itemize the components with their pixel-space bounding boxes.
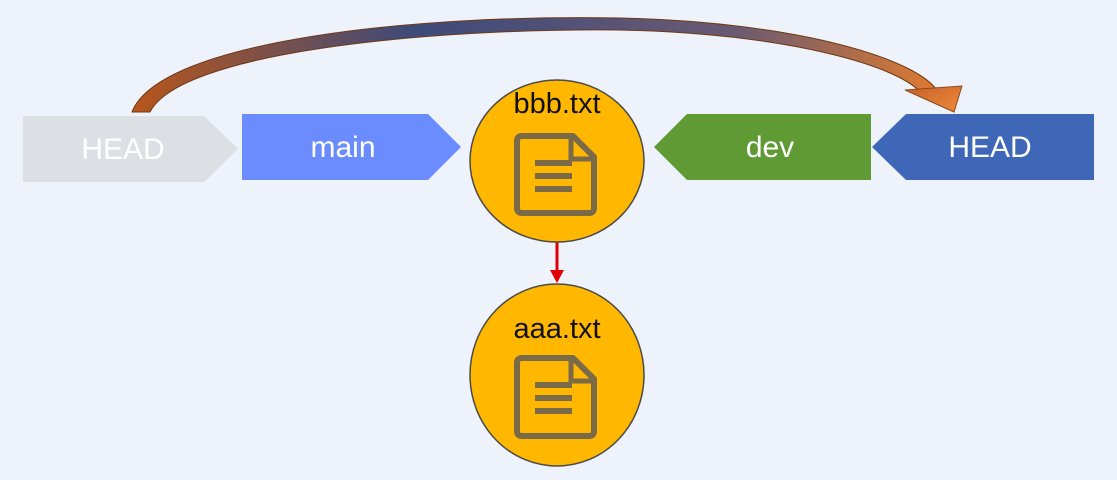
commit-node-bbb-label: bbb.txt [513, 88, 600, 120]
commit-node-bbb: bbb.txt [469, 79, 645, 243]
commit-node-aaa-circle [469, 283, 645, 467]
pointer-main-label: main [310, 131, 375, 164]
pointer-head-new-label: HEAD [948, 131, 1031, 164]
pointer-head-old: HEAD [23, 116, 238, 182]
file-document-icon [514, 133, 597, 216]
parent-arrow [550, 242, 564, 283]
commit-node-aaa-label: aaa.txt [513, 313, 600, 345]
pointer-dev-label: dev [746, 131, 794, 164]
pointer-head-new-shape [872, 114, 1094, 180]
pointer-main-shape [242, 114, 461, 180]
pointer-head-old-label: HEAD [81, 133, 164, 166]
parent-arrow-head [550, 270, 564, 283]
file-document-icon [514, 355, 597, 439]
head-move-arrow [131, 17, 963, 113]
head-move-arrow-tip [904, 85, 963, 113]
pointer-head-old-shape [23, 116, 238, 182]
pointer-main: main [242, 114, 461, 180]
pointer-head-new: HEAD [872, 114, 1094, 180]
commit-node-aaa: aaa.txt [469, 283, 645, 467]
pointer-dev: dev [654, 114, 871, 180]
pointer-dev-shape [654, 114, 871, 180]
